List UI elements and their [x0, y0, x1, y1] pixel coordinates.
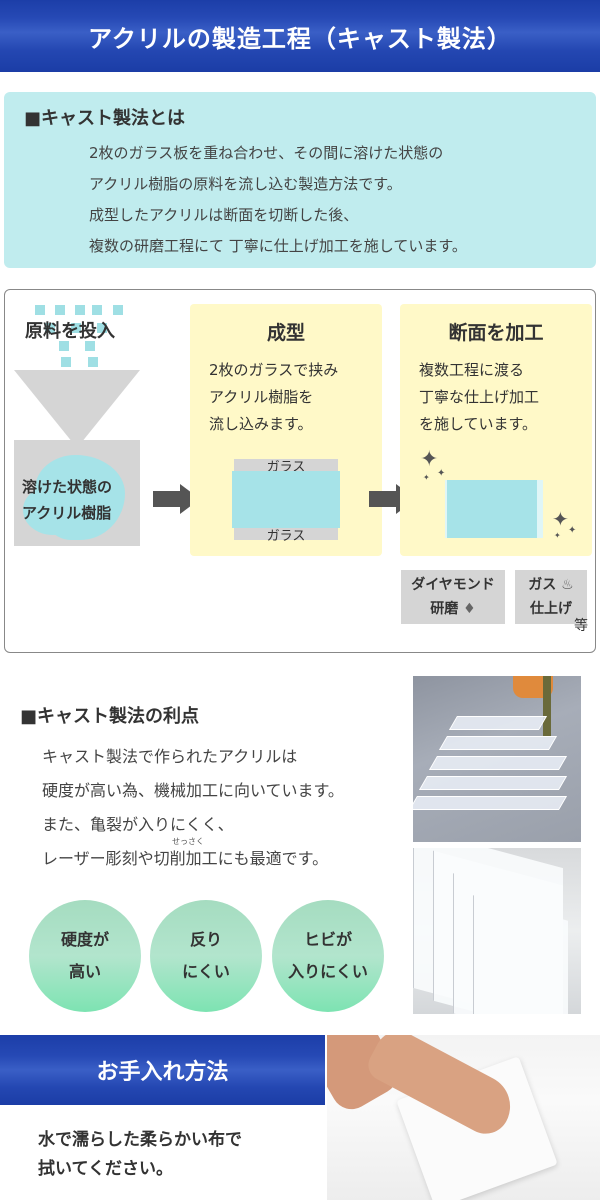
tank-label-line: アクリル樹脂 [22, 504, 112, 522]
badge-line: にくい [182, 962, 230, 981]
merits-body: キャスト製法で作られたアクリルは 硬度が高い為、機械加工に向いています。 また、… [42, 740, 344, 876]
page-header: アクリルの製造工程（キャスト製法） [0, 0, 600, 72]
tank-label-line: 溶けた状態の [22, 478, 113, 496]
cast-method-line: 成型したアクリルは断面を切断した後、 [89, 206, 359, 224]
badge-line: 入りにくい [288, 962, 368, 981]
acrylic-edges-photo [413, 848, 581, 1014]
badge-line: ヒビが [303, 930, 352, 949]
sparkle-icon: ✦ [423, 473, 430, 482]
tag-line: 仕上げ [530, 601, 572, 617]
step2-line: アクリル樹脂を [209, 388, 314, 406]
step3-body: 複数工程に渡る 丁寧な仕上げ加工 を施しています。 [419, 357, 539, 438]
cast-method-line: 複数の研磨工程にて 丁寧に仕上げ加工を施しています。 [89, 237, 467, 255]
etc-label: 等 [574, 618, 588, 634]
step2-body: 2枚のガラスで挟み アクリル樹脂を 流し込みます。 [209, 357, 338, 438]
glass-plate-top [234, 459, 338, 471]
sparkle-icon: ✦ [568, 525, 577, 536]
badge-line: 高い [68, 962, 101, 981]
badge-hardness: 硬度が 高い [29, 900, 141, 1012]
care-line: 拭いてください。 [38, 1159, 173, 1179]
care-instructions: 水で濡らした柔らかい布で 拭いてください。 [38, 1126, 242, 1184]
badge-line: 反り [189, 930, 222, 949]
step2-title: 成型 [266, 322, 305, 344]
page-title: アクリルの製造工程（キャスト製法） [88, 24, 512, 53]
cast-method-title: ■キャスト製法とは [24, 108, 186, 129]
sparkle-icon: ✦ [552, 507, 569, 531]
step3-line: 複数工程に渡る [419, 361, 525, 379]
sparkle-icon: ✦ [420, 447, 439, 472]
step2-card: 成型 2枚のガラスで挟み アクリル樹脂を 流し込みます。 ガラス ガラス [190, 304, 382, 556]
resin-layer-icon [232, 471, 340, 528]
badge-crack-resistant: ヒビが 入りにくい [272, 900, 384, 1012]
tag-line: ダイヤモンド [411, 577, 495, 593]
merits-title: ■キャスト製法の利点 [20, 706, 200, 727]
care-title: お手入れ方法 [96, 1060, 229, 1085]
tag-text: 研磨 [430, 601, 459, 617]
funnel-icon [14, 370, 140, 448]
sparkle-icon: ✦ [437, 468, 446, 479]
cast-method-line: アクリル樹脂の原料を流し込む製造方法です。 [89, 175, 402, 193]
merits-line: 硬度が高い為、機械加工に向いています。 [42, 781, 344, 800]
furigana: せっさく [172, 837, 204, 846]
acrylic-stack-photo [413, 676, 581, 842]
glass-label-bottom: ガラス [266, 529, 306, 544]
tank-label: 溶けた状態の アクリル樹脂 [22, 474, 112, 526]
care-header: お手入れ方法 [0, 1035, 325, 1105]
sparkle-icon: ✦ [554, 531, 561, 540]
step1-title: 原料を投入 [25, 321, 115, 342]
process-diagram: 原料を投入 溶けた状態の アクリル樹脂 成型 2枚のガラスで挟み アクリル樹脂を… [4, 289, 596, 653]
merits-line: キャスト製法で作られたアクリルは [42, 747, 298, 766]
tag-gas-finish: ガス ♨ 仕上げ [515, 570, 587, 624]
tag-diamond-polish: ダイヤモンド 研磨 ♦ [401, 570, 505, 624]
badge-warp-resistant: 反り にくい [150, 900, 262, 1012]
molten-resin-icon [23, 485, 83, 535]
care-line: 水で濡らした柔らかい布で [38, 1130, 242, 1150]
step3-line: を施しています。 [419, 415, 538, 433]
step3-card: 断面を加工 複数工程に渡る 丁寧な仕上げ加工 を施しています。 ✦ ✦ ✦ ✦ … [400, 304, 592, 556]
cast-method-box: ■キャスト製法とは 2枚のガラス板を重ね合わせ、その間に溶けた状態の アクリル樹… [4, 92, 596, 268]
step2-line: 2枚のガラスで挟み [209, 361, 339, 379]
merits-line: また、亀裂が入りにくく、 [42, 815, 234, 834]
tag-text: ガス [528, 577, 557, 593]
step3-title: 断面を加工 [448, 322, 544, 344]
cast-method-line: 2枚のガラス板を重ね合わせ、その間に溶けた状態の [89, 144, 444, 162]
tag-line: ガス ♨ [515, 573, 587, 597]
step2-line: 流し込みます。 [209, 415, 313, 433]
step3-line: 丁寧な仕上げ加工 [419, 388, 540, 406]
cleaning-photo [327, 1035, 600, 1200]
diamond-icon: ♦ [463, 601, 476, 617]
finished-acrylic-icon [445, 480, 543, 538]
badge-line: 硬度が [60, 930, 109, 949]
tag-line: 研磨 ♦ [401, 597, 505, 621]
raw-material-particles-icon [35, 305, 135, 370]
merits-line: レーザー彫刻や切削加工にも最適です。 [42, 849, 329, 868]
flame-icon: ♨ [561, 577, 574, 593]
glass-plate-bottom [234, 528, 338, 540]
cast-method-body: 2枚のガラス板を重ね合わせ、その間に溶けた状態の アクリル樹脂の原料を流し込む製… [89, 138, 467, 262]
